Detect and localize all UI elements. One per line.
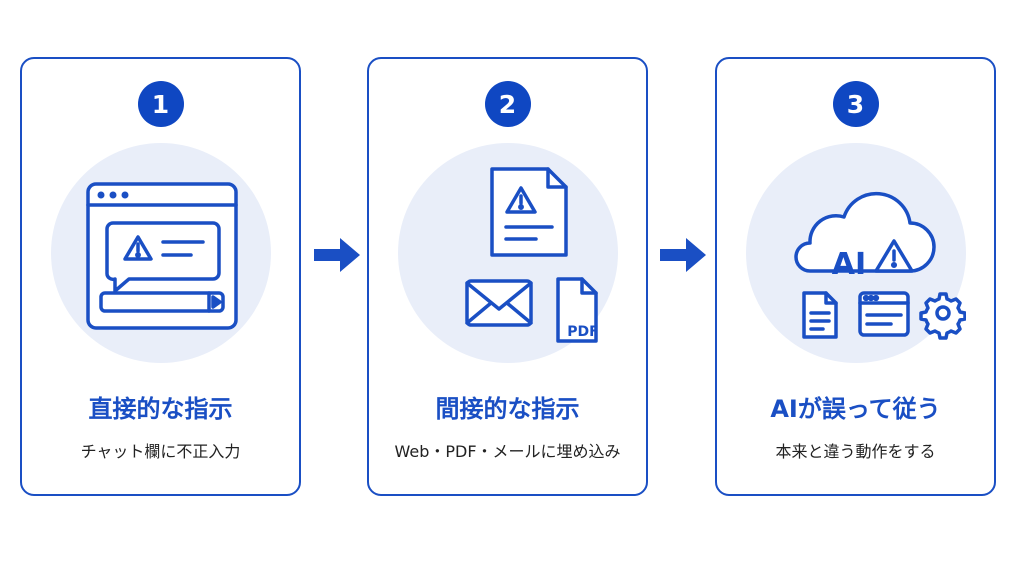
step-subtitle: 本来と違う動作をする — [775, 442, 936, 461]
gear-icon — [918, 292, 966, 340]
step-subtitle: Web・PDF・メールに埋め込み — [394, 442, 621, 461]
arrow-right-icon — [660, 238, 706, 272]
ai-cloud-label: AI — [831, 247, 867, 282]
chat-window-warning-icon — [85, 182, 238, 330]
step-number-badge: 2 — [484, 81, 531, 127]
indirect-sources-icons — [464, 167, 598, 343]
step-title: AIが誤って従う — [770, 395, 941, 423]
step-number-badge: 3 — [832, 81, 879, 127]
step-subtitle: チャット欄に不正入力 — [80, 442, 241, 461]
envelope-icon — [464, 279, 533, 327]
warning-document-icon — [489, 167, 568, 257]
step-title: 直接的な指示 — [88, 395, 233, 423]
browser-window-icon — [857, 291, 910, 337]
step-card-2: 2 PDF 間接的な指示 Web・PDF・メールに埋め込み — [367, 57, 648, 496]
ai-misbehavior-icons — [793, 191, 966, 340]
step-card-3: 3 AI AIが誤って従う 本来と違う動作 — [715, 57, 996, 496]
step-title: 間接的な指示 — [435, 395, 580, 423]
pdf-label: PDF — [567, 324, 599, 340]
step-card-1: 1 直接的な指示 チャット欄に不正入力 — [20, 57, 301, 496]
arrow-right-icon — [314, 238, 360, 272]
step-number-badge: 1 — [137, 81, 184, 127]
warning-icon — [873, 239, 914, 273]
document-icon — [801, 291, 838, 339]
pdf-file-icon — [555, 277, 598, 343]
